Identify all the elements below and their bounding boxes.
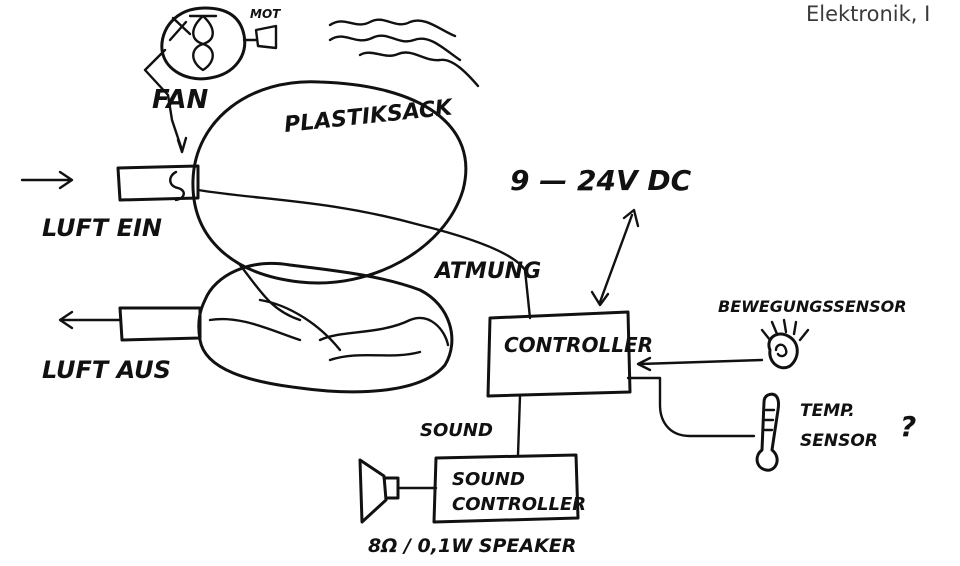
atmung-label: ATMUNG — [433, 259, 541, 284]
sound-wire — [518, 396, 520, 455]
atmung-wire — [198, 190, 530, 318]
voltage-wire — [600, 215, 632, 302]
mot-label: MOT — [250, 7, 281, 21]
motor-icon — [256, 26, 276, 48]
sound-controller-label-1: SOUND — [452, 469, 525, 490]
luft-ein-label: LUFT EIN — [42, 214, 162, 242]
temp-sensor-icon — [757, 394, 778, 470]
fan-icon — [162, 8, 245, 79]
fan-label: FAN — [152, 85, 209, 115]
sound-label: SOUND — [420, 420, 493, 441]
air-wave-lines — [330, 20, 478, 86]
voltage-label: 9 — 24V DC — [510, 164, 692, 197]
motion-sensor-wire — [638, 358, 762, 370]
temp-sensor-label-1: TEMP. — [800, 401, 855, 421]
controller-label: CONTROLLER — [504, 333, 653, 357]
motion-sensor-icon — [762, 320, 808, 368]
luft-aus-pipe — [120, 308, 200, 340]
luft-aus-arrow — [60, 312, 120, 328]
bewegungssensor-label: BEWEGUNGSSENSOR — [718, 297, 907, 316]
luft-ein-arrow — [22, 172, 72, 188]
plastiksack-label: PLASTIKSACK — [283, 95, 455, 138]
luft-aus-label: LUFT AUS — [42, 356, 171, 384]
luft-ein-pipe — [118, 166, 198, 200]
temp-sensor-wire — [628, 378, 754, 436]
sound-controller-label-2: CONTROLLER — [452, 494, 586, 515]
speaker-icon — [360, 460, 398, 522]
temp-question-label: ? — [900, 410, 916, 443]
temp-sensor-label-2: SENSOR — [800, 431, 878, 451]
speaker-label: 8Ω / 0,1W SPEAKER — [368, 535, 576, 557]
